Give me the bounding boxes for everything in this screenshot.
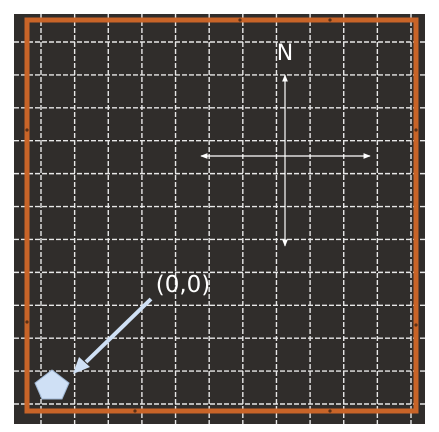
origin-label: (0,0) [156,272,211,298]
origin-pentagon-marker [34,369,70,400]
origin-pointer-arrowhead [73,357,90,374]
compass-rose [200,74,371,247]
north-label: N [277,41,293,66]
arena-border [24,17,419,414]
origin-pointer-arrow [84,297,153,364]
map-background [14,14,425,424]
border-marks [25,18,418,413]
grid-lines [14,14,425,424]
